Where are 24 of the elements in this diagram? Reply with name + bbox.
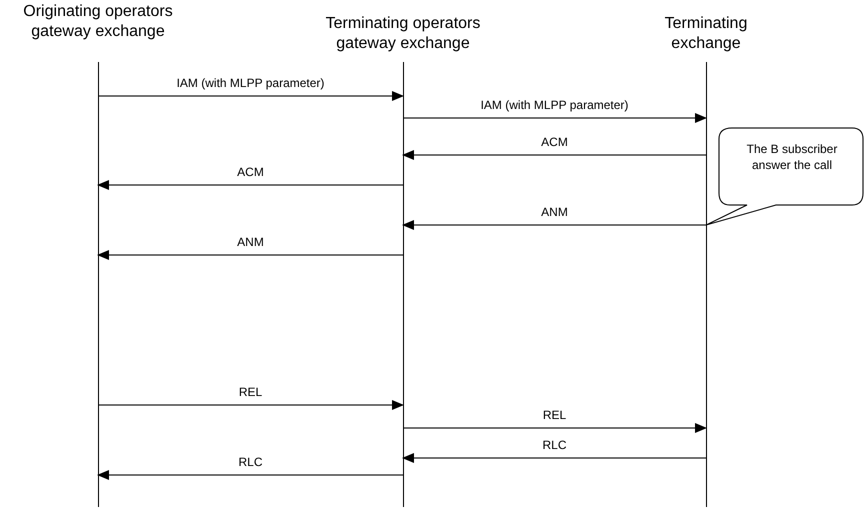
message-arrow [97, 470, 404, 480]
edge-label: ANM [541, 205, 568, 219]
message-arrow [98, 91, 404, 101]
callout-bubble: The B subscriber answer the call [706, 127, 864, 226]
message-arrow [402, 423, 707, 433]
participant-label: Originating operators gateway exchange [22, 2, 174, 42]
edge-label: ACM [541, 135, 568, 149]
edge-label: ANM [237, 235, 264, 249]
message-arrow [97, 250, 404, 260]
edge-label: IAM (with MLPP parameter) [480, 98, 628, 112]
message-arrow [98, 400, 404, 410]
edge-label: REL [542, 408, 566, 422]
participant-label: Terminating operators gateway exchange [324, 14, 482, 54]
message-arrow [97, 180, 404, 190]
message-arrow [402, 220, 706, 230]
edge-label: REL [238, 385, 262, 399]
edge-label: RLC [238, 455, 262, 469]
message-arrow [402, 113, 707, 123]
edge-label: IAM (with MLPP parameter) [176, 76, 324, 90]
message-arrow [402, 150, 706, 160]
message-arrow [402, 453, 706, 463]
edge-label: ACM [237, 165, 264, 179]
participant-label: Terminating exchange [664, 14, 748, 54]
edge-label: RLC [542, 438, 566, 452]
